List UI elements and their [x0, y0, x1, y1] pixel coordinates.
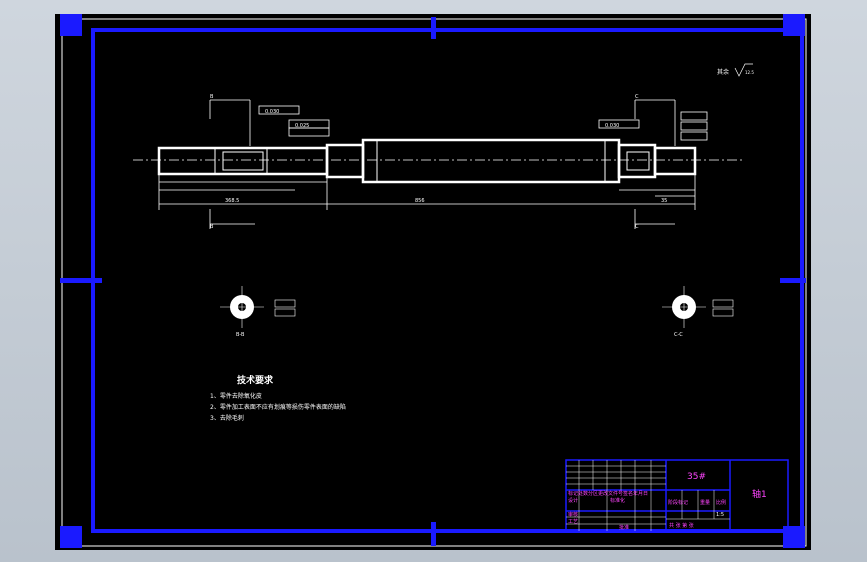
scale-label: 比例 [716, 499, 726, 506]
dimension-lines [158, 99, 696, 229]
tech-req-item-1: 1、零件去除氧化皮 [210, 392, 262, 400]
tech-req-item-2: 2、零件加工表面不应有划痕等损伤零件表面的缺陷 [210, 403, 346, 411]
tol-frame-2: 0.025 [295, 123, 309, 129]
section-right-label: C-C [674, 332, 683, 338]
dim-total-length: 856 [415, 198, 425, 204]
section-view-right [662, 286, 734, 328]
approve-label: 批准 [619, 524, 629, 531]
drawing-number: 轴1 [752, 488, 767, 500]
outer-border [61, 18, 807, 547]
dim-left-segment: 368.5 [225, 198, 239, 204]
section-mark-c-bottom: C [635, 224, 639, 230]
section-view-left [220, 286, 296, 328]
tol-frame-1: 0.030 [265, 109, 279, 115]
tolerance-frames [258, 105, 708, 141]
standardize-label: 标准化 [610, 497, 625, 504]
title-block-grid [566, 460, 730, 531]
cad-drawing: B B C C 856 368.5 35 0.030 0.025 0.030 其… [60, 14, 807, 548]
weight-label: 重量 [700, 499, 710, 506]
tech-req-item-3: 3、去除毛刺 [210, 414, 244, 422]
design-label: 设计 [568, 497, 578, 504]
tol-frame-3: 0.030 [605, 123, 619, 129]
sheet-label: 共 张 第 张 [669, 522, 694, 529]
process-label: 工艺 [568, 519, 578, 525]
roughness-value: 12.5 [745, 70, 754, 75]
roughness-symbol [734, 63, 753, 77]
inner-frame [91, 28, 804, 533]
header-row: 标记处数分区更改文件号签名年月日 [568, 490, 648, 497]
roughness-note: 其余 [717, 68, 729, 76]
section-mark-c-top: C [635, 94, 639, 100]
scale-value: 1:5 [716, 512, 724, 518]
corner-markers [60, 14, 806, 548]
review-label: 审核 [568, 511, 578, 518]
shaft-outline [157, 138, 697, 184]
tech-req-title: 技术要求 [237, 374, 274, 386]
section-mark-b-bottom: B [210, 224, 214, 230]
shaft-details [214, 140, 650, 182]
section-mark-b-top: B [210, 94, 214, 100]
drawing-sheet: B B C C 856 368.5 35 0.030 0.025 0.030 其… [55, 14, 811, 550]
stage-mark-label: 阶段标记 [668, 499, 688, 506]
material: 35# [687, 472, 706, 482]
section-left-label: B-B [236, 332, 245, 338]
dim-right-segment: 35 [661, 198, 667, 204]
